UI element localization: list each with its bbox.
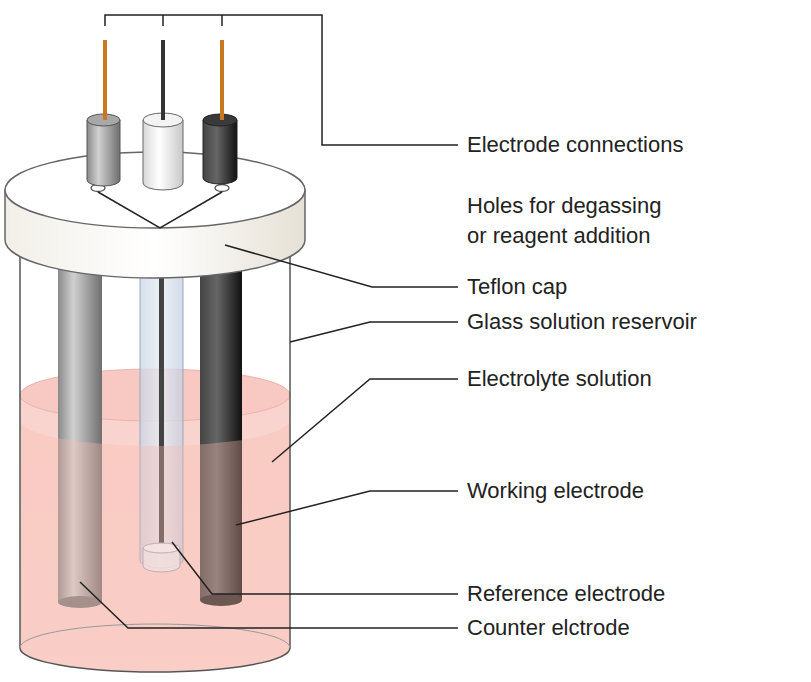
holes-label: Holes for degassing or reagent addition [467,191,672,251]
electrolyte-label: Electrolyte solution [467,364,652,394]
reservoir-label: Glass solution reservoir [467,307,697,337]
working-electrode-label: Working electrode [467,476,644,506]
counter-electrode-label: Counter elctrode [467,613,630,643]
cap-label: Teflon cap [467,272,567,302]
reference-electrode-label: Reference electrode [467,579,665,609]
connections-label: Electrode connections [467,130,683,160]
